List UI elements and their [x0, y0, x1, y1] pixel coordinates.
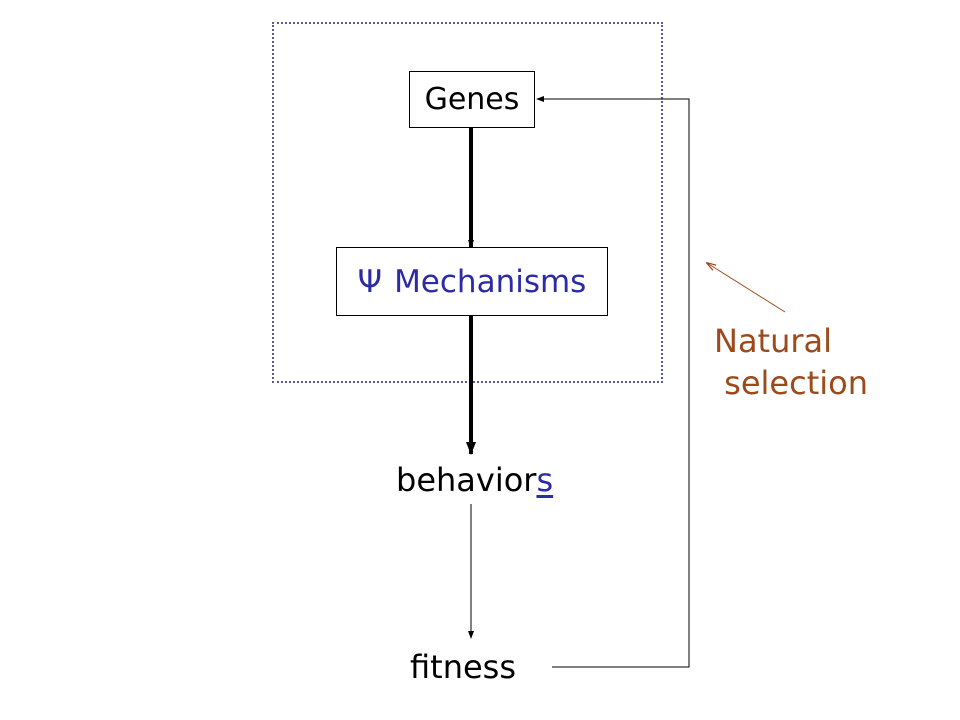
genes-label: Genes [424, 82, 520, 117]
behaviors-plural-suffix: s [536, 461, 554, 499]
fitness-label: fitness [410, 648, 517, 686]
behaviors-label: behavior [396, 461, 537, 499]
natural-selection-label: Natural selection [714, 322, 868, 402]
genes-node: Genes [409, 71, 535, 128]
genetic-mechanisms-boundary [272, 22, 663, 383]
natural-selection-pointer-arrow [707, 263, 786, 313]
mechanisms-label: Mechanisms [394, 263, 587, 300]
behaviors-node: behaviors [396, 461, 553, 499]
fitness-node: fitness [410, 648, 516, 686]
psychological-mechanisms-node: Ψ Mechanisms [336, 247, 608, 316]
fitness-to-genes-feedback-arrow [536, 96, 690, 668]
psi-symbol: Ψ [357, 263, 383, 300]
